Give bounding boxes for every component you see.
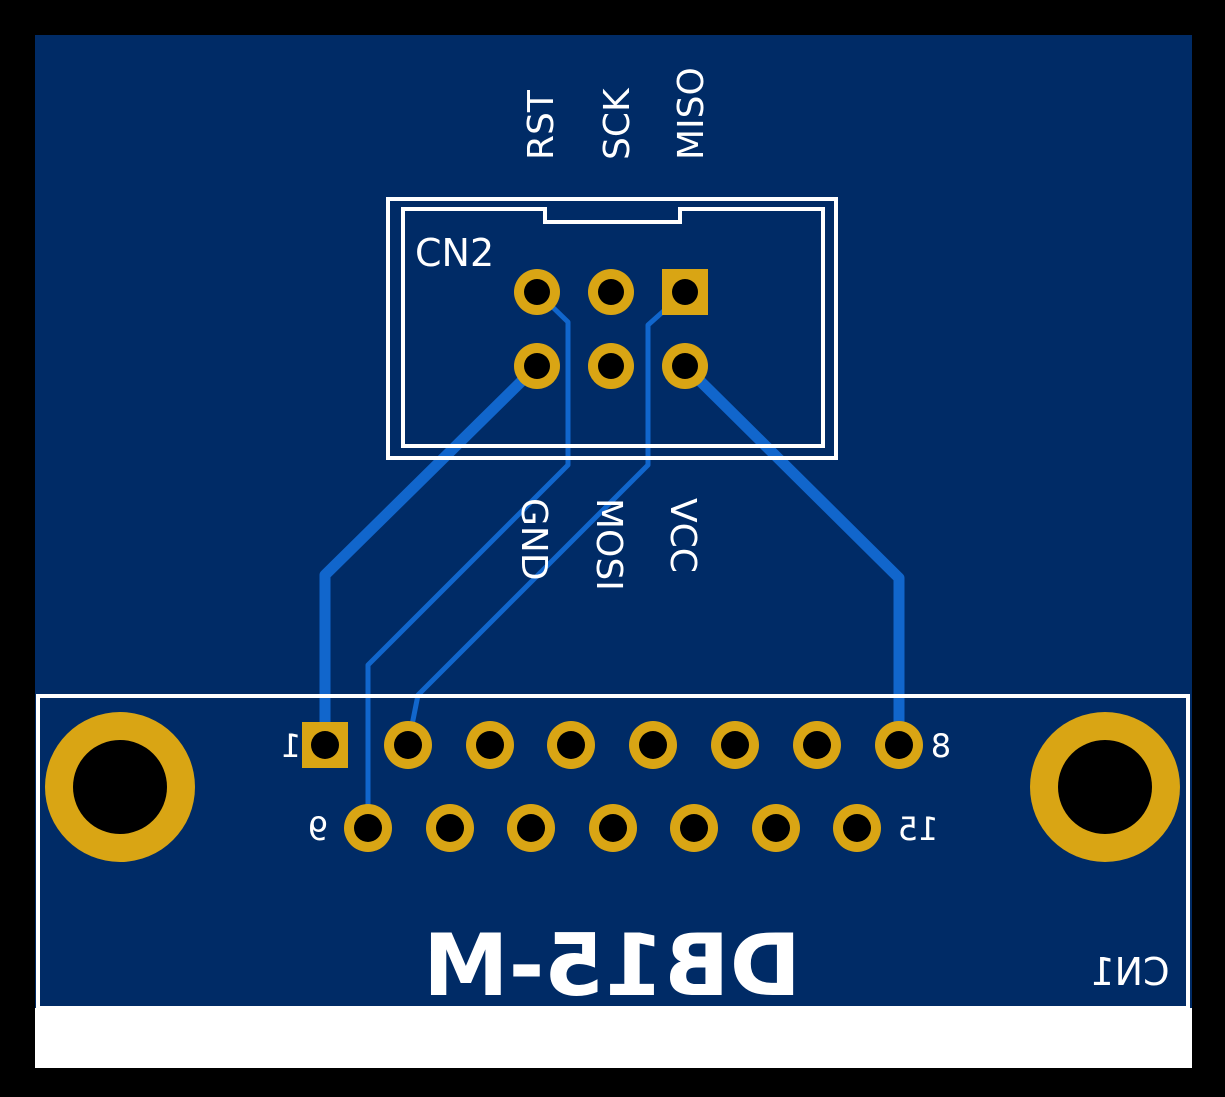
mounting-hole-right — [1030, 712, 1180, 862]
cn2-outline — [386, 197, 838, 460]
cn2-designator: CN2 — [415, 231, 494, 275]
board-area — [35, 35, 1192, 1068]
pin-label-8: 8 — [931, 727, 951, 765]
cn1-designator: CN1 — [1090, 950, 1169, 994]
board-edge-strip — [35, 1008, 1192, 1068]
trace-miso — [405, 289, 688, 748]
trace-vcc — [679, 360, 905, 751]
trace-gnd — [319, 360, 543, 751]
cn1-outline — [36, 694, 1190, 1010]
connector-part-label: DB15-M — [423, 916, 801, 1016]
copper-traces — [319, 289, 905, 831]
label-miso: MISO — [671, 67, 712, 160]
cn1-pads-top-row — [302, 721, 923, 769]
label-sck: SCK — [597, 87, 638, 160]
pin-label-9: 9 — [308, 810, 328, 848]
cn1-pads-bottom-row — [344, 804, 881, 852]
trace-rst — [365, 289, 571, 831]
cn2-pads — [514, 269, 708, 389]
mounting-hole-left — [45, 712, 195, 862]
label-mosi: MOSI — [588, 498, 629, 591]
label-vcc: VCC — [662, 498, 703, 573]
pin-label-15: 15 — [898, 810, 939, 848]
pin-label-1: 1 — [281, 727, 301, 765]
label-gnd: GND — [513, 498, 554, 581]
label-rst: RST — [521, 89, 562, 160]
